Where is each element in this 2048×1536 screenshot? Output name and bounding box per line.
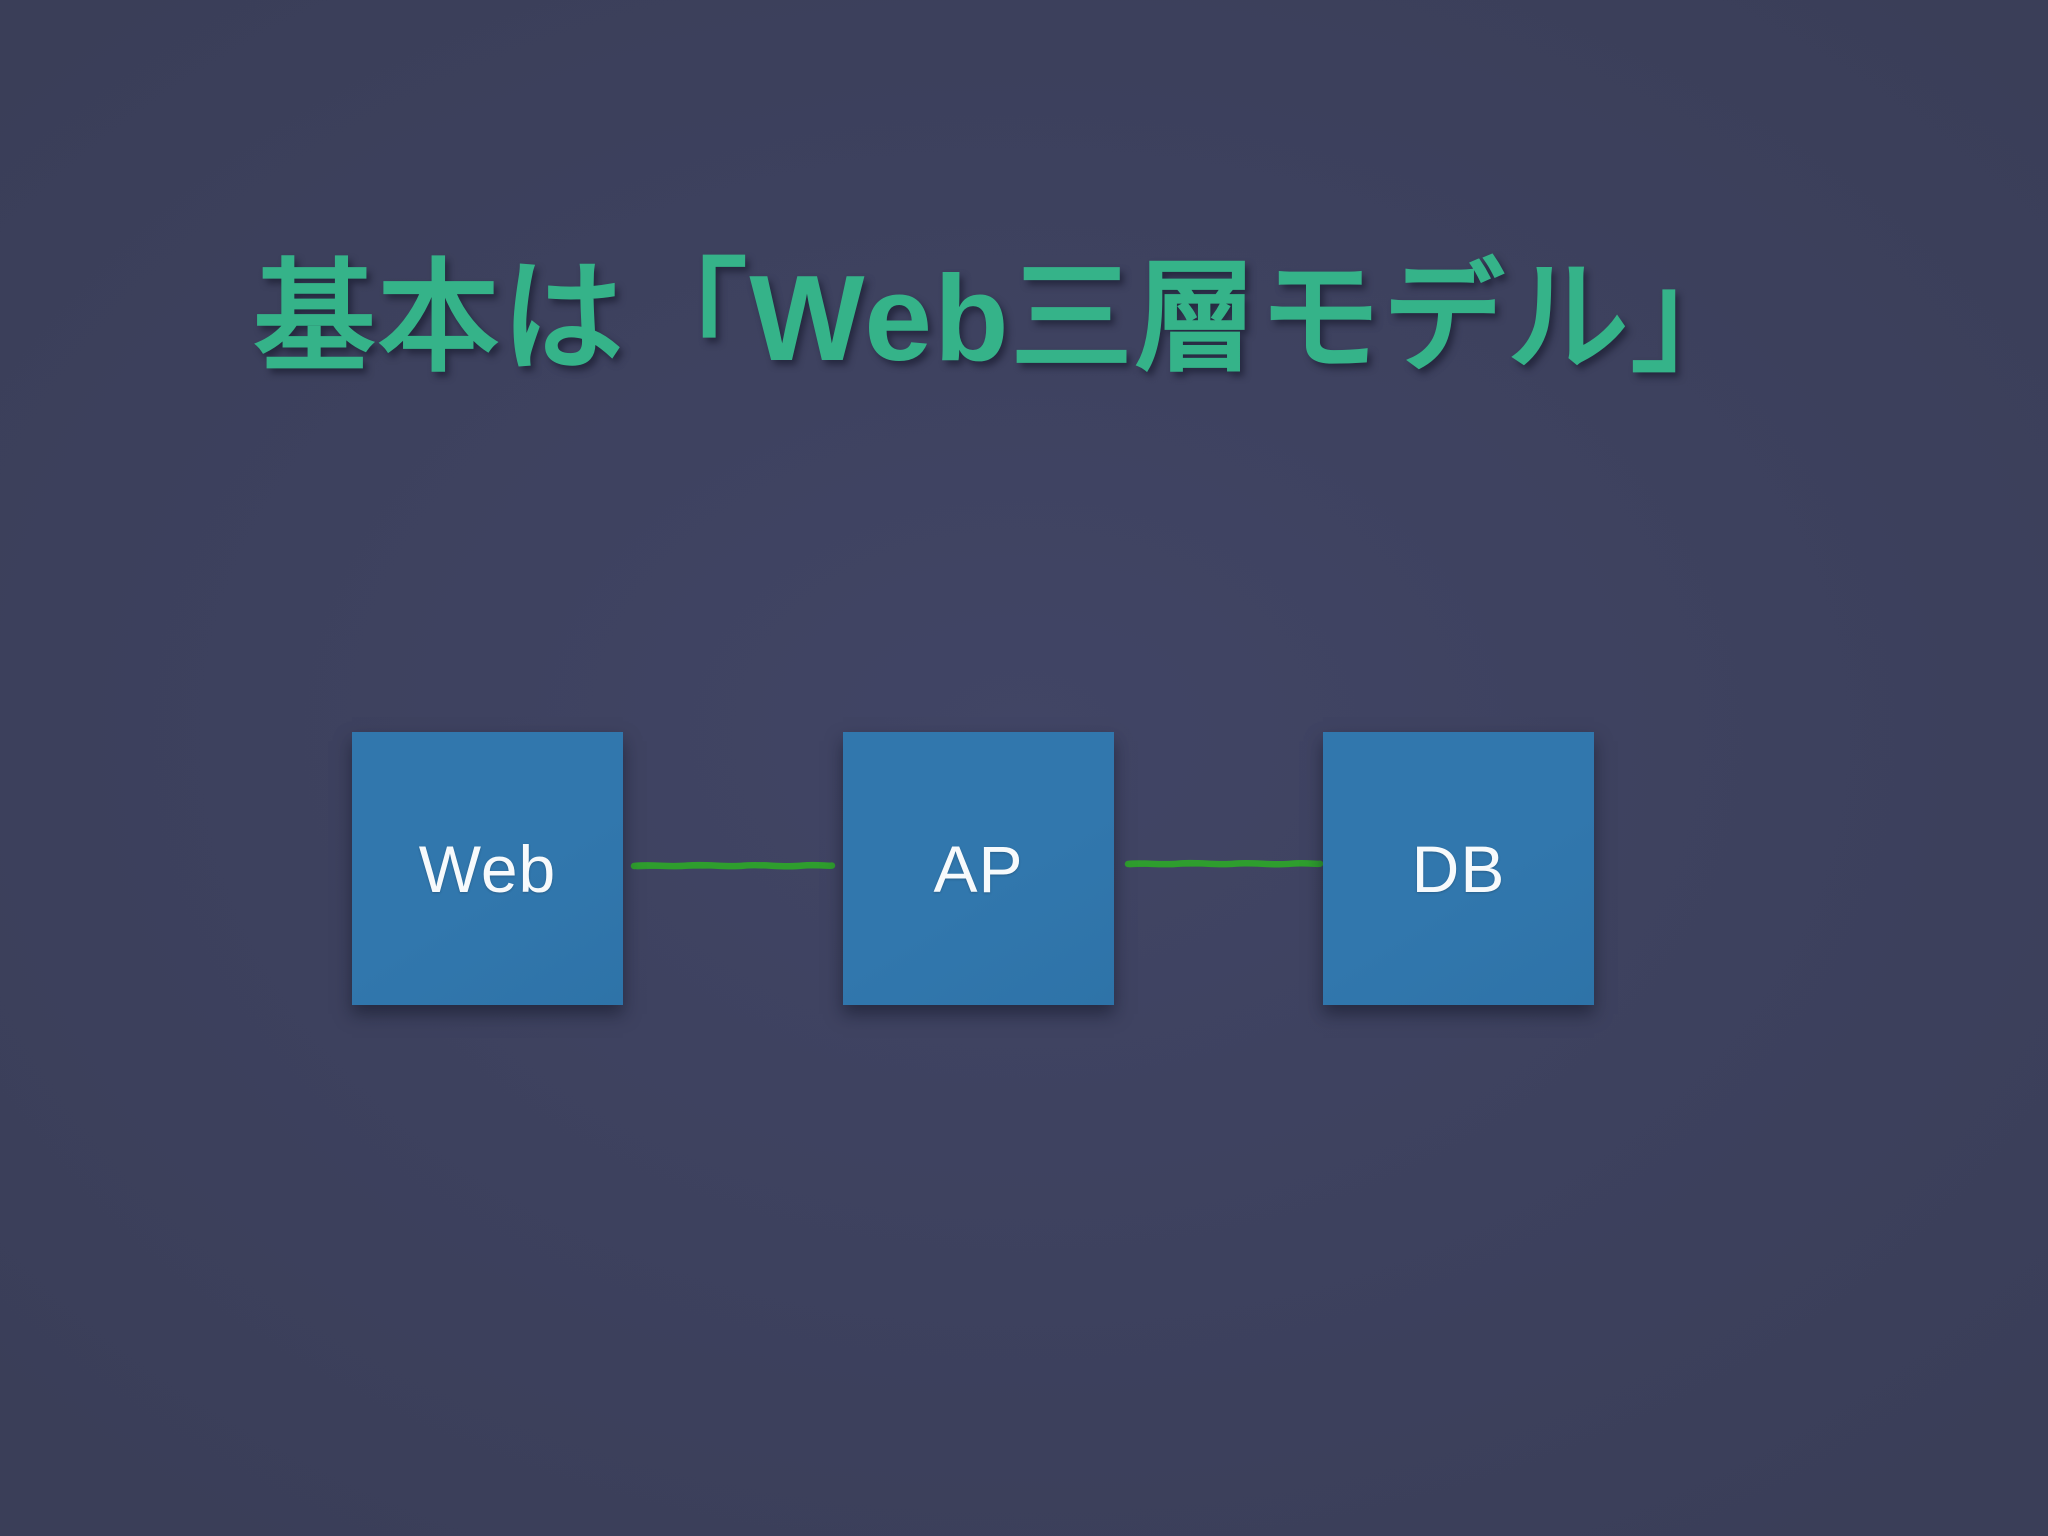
diagram-node-db: DB: [1323, 732, 1594, 1005]
node-label-ap: AP: [933, 831, 1024, 906]
hand-drawn-line-icon: [630, 861, 836, 870]
node-label-db: DB: [1411, 831, 1506, 906]
diagram-node-ap: AP: [843, 732, 1114, 1005]
hand-drawn-line-icon: [1124, 859, 1324, 868]
connector-ap-db: [1124, 856, 1324, 877]
slide-title: 基本は「Web三層モデル」: [253, 250, 1755, 386]
connector-web-ap: [630, 858, 836, 879]
node-label-web: Web: [418, 831, 557, 906]
diagram-node-web: Web: [352, 732, 623, 1005]
